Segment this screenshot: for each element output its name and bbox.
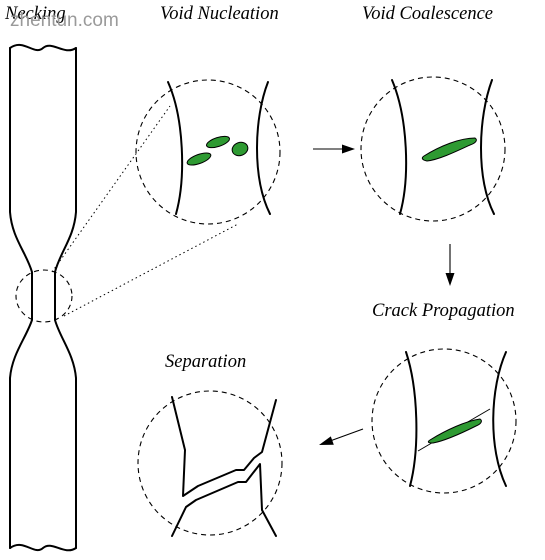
neck-wall-right (256, 81, 271, 215)
specimen-left-edge (9, 47, 33, 549)
separation-label: Separation (165, 352, 246, 372)
neck-region-marker (15, 269, 73, 323)
crack-propagation-circle (371, 348, 517, 494)
crack-propagation-label: Crack Propagation (372, 301, 515, 321)
separation-circle (137, 390, 283, 536)
fracture-upper-half (171, 396, 277, 497)
arrow-to-crack (445, 244, 455, 286)
watermark-text: zhentun.com (10, 10, 119, 31)
void-nucleation-panel (135, 79, 281, 225)
projection-line-lower (63, 223, 239, 317)
void-coalescence-circle (360, 76, 506, 222)
void (206, 135, 230, 149)
void-coalescence-panel (360, 76, 506, 222)
arrow-to-coalescence (313, 144, 355, 154)
specimen-right-edge (54, 47, 77, 549)
neck-wall-left (405, 351, 418, 487)
coalesced-void (421, 137, 477, 162)
neck-wall-left (167, 81, 184, 215)
neck-wall-right (492, 351, 507, 487)
neck-wall-right (480, 79, 495, 215)
specimen-bottom-edge (9, 543, 77, 552)
void-nucleation-circle (135, 79, 281, 225)
fracture-lower-half (171, 463, 277, 537)
void-coalescence-label: Void Coalescence (362, 4, 493, 24)
separation-panel (137, 390, 283, 537)
neck-wall-left (391, 79, 408, 215)
void (231, 141, 249, 157)
specimen-top-edge (9, 43, 77, 52)
projection-line-upper (51, 105, 171, 273)
arrow-to-separation (319, 428, 364, 445)
crack-void (427, 418, 482, 444)
void (186, 152, 212, 166)
void-nucleation-label: Void Nucleation (160, 4, 279, 24)
crack-propagation-panel (371, 348, 517, 494)
specimen-bar (9, 43, 77, 552)
necking-label: Necking (4, 4, 66, 24)
